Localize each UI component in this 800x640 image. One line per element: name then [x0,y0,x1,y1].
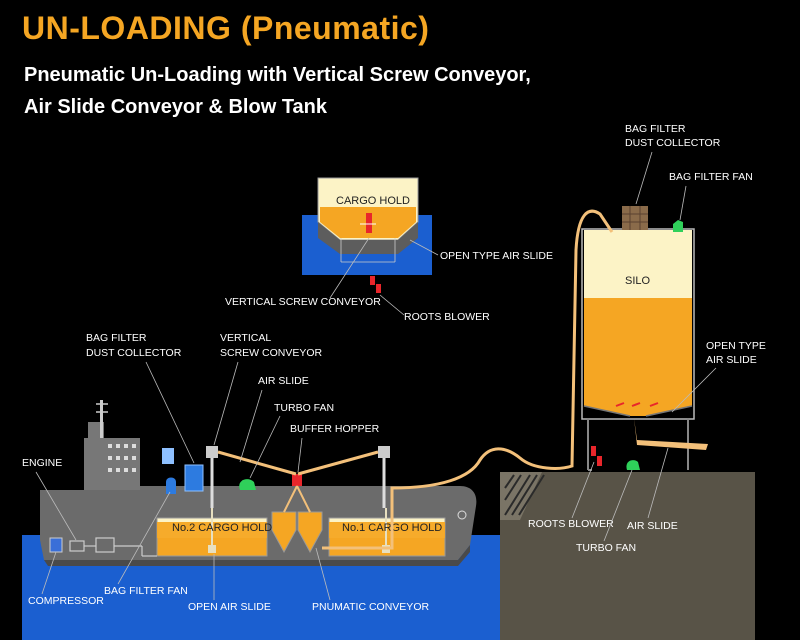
ship-vertical-screw-label-2: SCREW CONVEYOR [220,347,323,359]
inset-hull [318,222,418,254]
page-subtitle-line-2: Air Slide Conveyor & Blow Tank [24,96,328,118]
silo-cargo [584,298,692,406]
ship-bag-filter-dust-collector [184,464,204,492]
inset-roots-blower [370,276,381,293]
silo-bag-filter-fan [673,220,683,232]
silo-bag-filter-label-1: BAG FILTER [625,123,686,135]
silo-label: SILO [625,275,651,287]
inset-screw-conveyor [366,213,372,233]
page-title: UN-LOADING (Pneumatic) [22,10,430,46]
silo-open-type-air-slide-label-1: OPEN TYPE [706,340,766,352]
ship-mast [100,400,103,438]
shore-roots-blower [591,446,602,466]
inset-roots-blower-label: ROOTS BLOWER [404,311,490,323]
shore-ground [500,472,755,640]
ship-labels: BAG FILTER DUST COLLECTOR VERTICAL SCREW… [22,332,429,613]
silo-bag-filter-label-2: DUST COLLECTOR [625,137,721,149]
silo-air-slide-arrows [615,402,659,407]
silo-bag-filter-dust-collector [622,206,648,230]
page-subtitle-line-1: Pneumatic Un-Loading with Vertical Screw… [24,64,531,86]
silo: SILO [581,228,695,471]
shore-air-slide-label: AIR SLIDE [627,520,678,532]
inset-cargo-hold-label: CARGO HOLD [336,195,410,207]
ship-vertical-screw-label-1: VERTICAL [220,332,271,344]
ship-compressor-label: COMPRESSOR [28,595,104,607]
inset-cargo-hold-section: CARGO HOLD OPEN TYPE AIR SLIDE VERTICAL … [225,177,553,323]
ship-engine-label: ENGINE [22,457,62,469]
ship-turbo-fan-label: TURBO FAN [274,402,334,414]
ship-buffer-hopper-label: BUFFER HOPPER [290,423,380,435]
shore-roots-blower-label: ROOTS BLOWER [528,518,614,530]
inset-vertical-screw-conveyor-label: VERTICAL SCREW CONVEYOR [225,296,381,308]
ship-bag-filter-label-1: BAG FILTER [86,332,147,344]
shore-turbo-fan [626,460,640,470]
inset-open-type-air-slide-label: OPEN TYPE AIR SLIDE [440,250,553,262]
shore-area: SILO BAG FILTER DUST COLLEC [500,123,766,640]
shore-turbo-fan-label: TURBO FAN [576,542,636,554]
silo-top-empty [584,230,692,298]
silo-open-type-air-slide-label-2: AIR SLIDE [706,354,757,366]
pneumatic-conveyor-pipe [322,209,614,550]
ship-air-slide-label: AIR SLIDE [258,375,309,387]
ship-air-slide-1 [297,450,379,476]
no2-cargo-hold-label: No.2 CARGO HOLD [172,522,272,534]
ship-compressor [49,537,63,553]
ship-buffer-hopper [292,474,302,486]
blow-tanks [271,511,323,554]
silo-discharge-air-slide [634,418,708,450]
ship-pneumatic-conveyor-label: PNUMATIC CONVEYOR [312,601,429,613]
ship-engine [95,537,115,553]
ship-bag-filter-fan-label: BAG FILTER FAN [104,585,188,597]
silo-bag-filter-fan-label: BAG FILTER FAN [669,171,753,183]
ship-turbo-fan [239,479,256,490]
ship: No.2 CARGO HOLD No.1 CARGO HOLD [40,400,477,566]
ship-bag-filter-label-2: DUST COLLECTOR [86,347,182,359]
ship-open-air-slide-label: OPEN AIR SLIDE [188,601,271,613]
shore-hatch [504,474,545,516]
